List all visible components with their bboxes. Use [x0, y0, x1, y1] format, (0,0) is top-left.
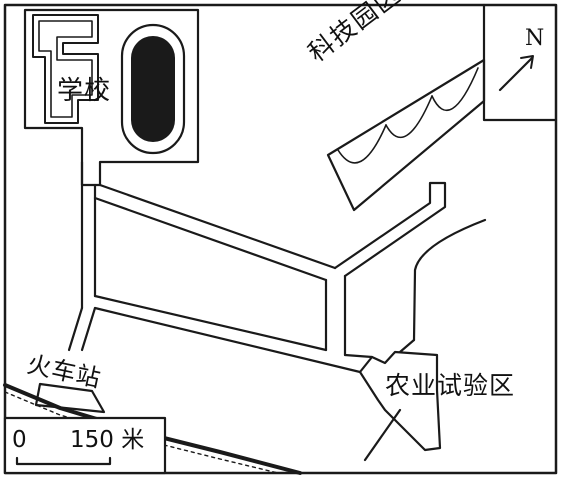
road-northern-upper: [98, 183, 337, 270]
school-label: 学校: [57, 76, 112, 106]
school-building-outline: [32, 14, 99, 124]
north-arrow-shaft: [498, 56, 534, 92]
tech-park-arc-2: [385, 95, 433, 138]
road-southern-upper: [93, 294, 328, 352]
scale-bar-zero: 0: [12, 427, 27, 453]
north-arrow-label: N: [525, 26, 545, 51]
road-west-bend: [67, 306, 84, 352]
tech-park-arc-1: [337, 124, 387, 164]
road-station-link: [363, 408, 402, 462]
railway-station-building: [34, 382, 106, 414]
road-to-agri: [343, 353, 374, 359]
agri-zone-label: 农业试验区: [385, 371, 516, 400]
road-east-curve-2: [398, 338, 416, 354]
map-frame: [3, 3, 558, 475]
north-arrow-head: [520, 55, 534, 69]
tech-park-arc-3: [431, 67, 479, 112]
road-east-curve: [412, 218, 487, 342]
school-building-inner: [38, 20, 93, 118]
north-arrow-box: [482, 3, 558, 122]
road-southern-lower: [93, 306, 362, 374]
sports-track-inner: [131, 36, 175, 142]
agri-zone-outline: [358, 350, 442, 452]
road-east-outer: [333, 181, 447, 278]
sports-track-outer: [120, 23, 186, 155]
scale-bar-value: 150 米: [70, 427, 145, 453]
road-west-bend-2: [80, 306, 97, 352]
road-northern-lower: [93, 196, 328, 282]
scale-bar-line: [15, 456, 112, 466]
